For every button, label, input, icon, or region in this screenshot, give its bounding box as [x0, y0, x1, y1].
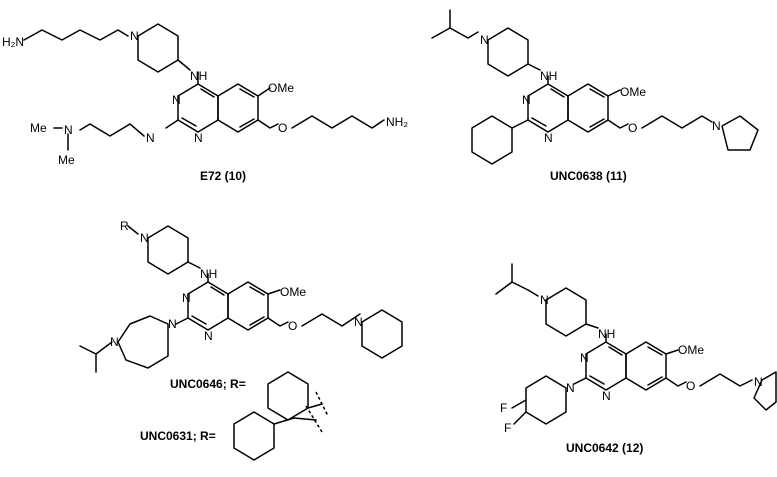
atom-label: N — [712, 119, 721, 133]
atom-label: O — [278, 121, 287, 135]
atom-label: N — [182, 291, 191, 305]
atom-label: N — [580, 351, 589, 365]
atom-label: N — [204, 329, 213, 343]
atom-label: N — [168, 317, 177, 331]
caption-unc0646: UNC0646; R= — [170, 377, 246, 391]
caption-unc0638: UNC0638 (11) — [550, 169, 627, 183]
atom-label: N — [602, 389, 611, 403]
atom-label: N — [566, 381, 575, 395]
atom-label: N — [64, 123, 73, 137]
molecule-unc0646-unc0631: R N NH N N OMe O N N N UNC0646; R= UNC06… — [79, 219, 403, 461]
atom-label: N — [110, 335, 119, 349]
atom-label: NH₂ — [386, 115, 408, 129]
atom-label: NH — [540, 69, 557, 83]
atom-label: OMe — [268, 81, 294, 95]
atom-label: Me — [30, 121, 47, 135]
atom-label: NH — [190, 69, 207, 83]
atom-label: NH — [598, 327, 615, 341]
atom-label: O — [288, 319, 297, 333]
atom-label: N — [172, 93, 181, 107]
caption-unc0642: UNC0642 (12) — [566, 441, 643, 455]
caption-unc0631: UNC0631; R= — [140, 429, 216, 443]
atom-label: R — [120, 219, 129, 233]
atom-label: OMe — [678, 343, 704, 357]
atom-label: N — [130, 29, 139, 43]
atom-label: Me — [58, 153, 75, 167]
atom-label: NH — [200, 267, 217, 281]
atom-label: N — [544, 131, 553, 145]
atom-label: N — [480, 33, 489, 47]
molecule-unc0638: N NH N N OMe O N UNC0638 (11) — [431, 9, 759, 183]
atom-label: O — [686, 379, 695, 393]
atom-label: H₂N — [2, 35, 24, 49]
atom-label: O — [628, 121, 637, 135]
atom-label: N — [146, 131, 155, 145]
molecule-unc0642: N NH N N OMe O N N F F UNC0642 (12) — [495, 263, 777, 455]
caption-e72: E72 (10) — [200, 169, 246, 183]
atom-label: N — [194, 131, 203, 145]
atom-label: F — [500, 401, 507, 415]
molecule-e72: H₂N N NH N N OMe O NH₂ N N Me Me E72 (10… — [2, 23, 408, 183]
atom-label: N — [140, 231, 149, 245]
atom-label: N — [522, 93, 531, 107]
atom-label: N — [754, 375, 763, 389]
atom-label: F — [504, 421, 511, 435]
atom-label: OMe — [280, 285, 306, 299]
atom-label: OMe — [620, 85, 646, 99]
atom-label: N — [540, 293, 549, 307]
atom-label: N — [354, 315, 363, 329]
